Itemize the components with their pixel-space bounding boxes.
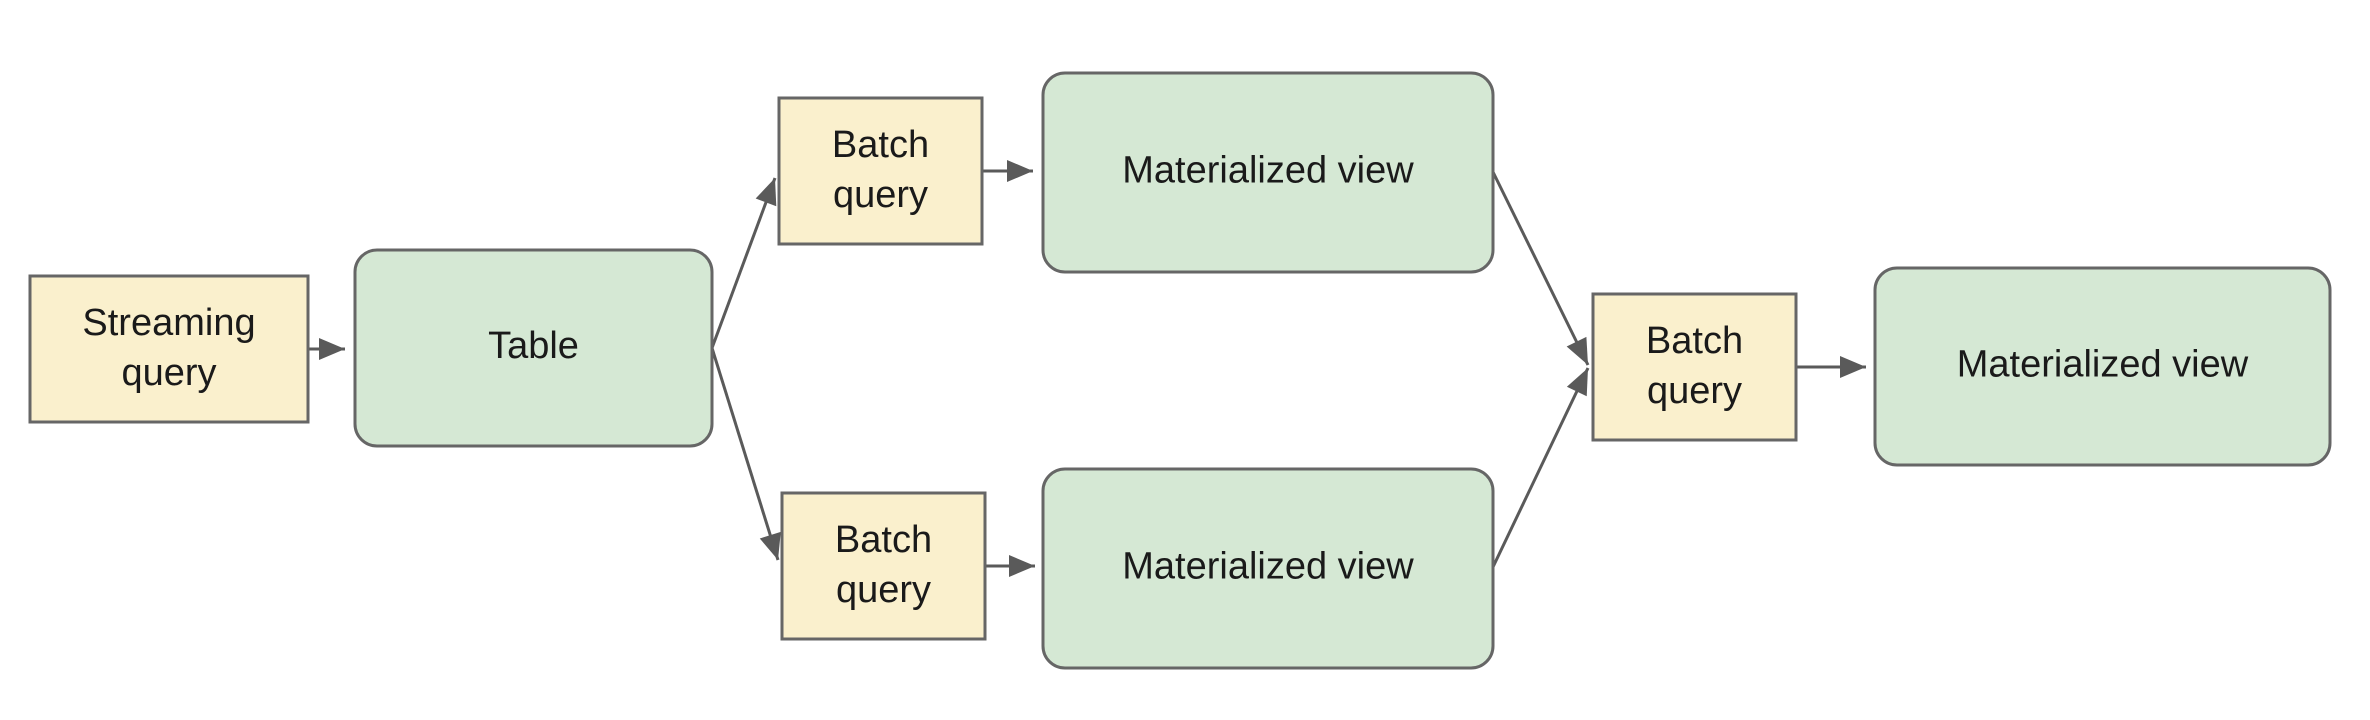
node-label-materialized-view-bottom: Materialized view (1122, 546, 1414, 588)
edge-materialized-view-bottom-to-batch-query-right (1491, 367, 1590, 568)
arrowhead-icon (755, 178, 777, 207)
nodes-layer: StreamingqueryTableBatchqueryMaterialize… (28, 71, 2332, 670)
edge-line (710, 347, 780, 561)
node-shape-materialized-view-right[interactable] (1873, 266, 2332, 467)
node-label-materialized-view-top: Materialized view (1122, 150, 1414, 192)
node-materialized-view-bottom[interactable]: Materialized view (1041, 467, 1495, 670)
arrowhead-icon (1566, 368, 1588, 397)
node-shape-batch-query-bottom[interactable] (780, 491, 987, 641)
node-shape-batch-query-right[interactable] (1591, 292, 1798, 442)
edge-table-to-batch-query-top (710, 177, 777, 349)
edge-streaming-query-to-table (308, 338, 345, 360)
edge-materialized-view-top-to-batch-query-right (1491, 171, 1590, 366)
node-shape-table[interactable] (353, 248, 714, 448)
node-label-line2-batch-query-right: query (1647, 370, 1742, 412)
node-label-batch-query-right: Batch (1646, 320, 1743, 362)
node-batch-query-right[interactable]: Batch query (1591, 292, 1798, 442)
node-label-batch-query-bottom: Batch (835, 519, 932, 561)
node-streaming-query[interactable]: Streaming query (28, 274, 310, 424)
arrowhead-icon (1566, 336, 1588, 365)
node-materialized-view-right[interactable]: Materialized view (1873, 266, 2332, 467)
edge-line (710, 177, 777, 349)
node-batch-query-bottom[interactable]: Batch query (780, 491, 987, 641)
node-label-table: Table (488, 325, 579, 367)
edge-table-to-batch-query-bottom (710, 347, 781, 561)
edge-batch-query-right-to-materialized-view-right (1796, 356, 1866, 378)
node-shape-materialized-view-bottom[interactable] (1041, 467, 1495, 670)
node-shape-materialized-view-top[interactable] (1041, 71, 1495, 274)
node-batch-query-top[interactable]: Batch query (777, 96, 984, 246)
node-shape-streaming-query[interactable] (28, 274, 310, 424)
node-label-line2-batch-query-top: query (833, 174, 928, 216)
edges-layer (308, 160, 1866, 577)
arrowhead-icon (1007, 160, 1033, 182)
arrowhead-icon (1009, 555, 1035, 577)
node-table[interactable]: Table (353, 248, 714, 448)
edge-line (1491, 171, 1590, 366)
arrowhead-icon (759, 531, 781, 560)
node-label-line2-streaming-query: query (121, 352, 216, 394)
arrowhead-icon (319, 338, 345, 360)
node-label-line2-batch-query-bottom: query (836, 569, 931, 611)
node-label-batch-query-top: Batch (832, 124, 929, 166)
node-materialized-view-top[interactable]: Materialized view (1041, 71, 1495, 274)
arrowhead-icon (1840, 356, 1866, 378)
edge-batch-query-bottom-to-materialized-view-bottom (985, 555, 1035, 577)
edge-batch-query-top-to-materialized-view-top (982, 160, 1033, 182)
node-shape-batch-query-top[interactable] (777, 96, 984, 246)
node-label-materialized-view-right: Materialized view (1957, 344, 2249, 386)
node-label-streaming-query: Streaming (82, 302, 255, 344)
edge-line (1491, 367, 1590, 568)
